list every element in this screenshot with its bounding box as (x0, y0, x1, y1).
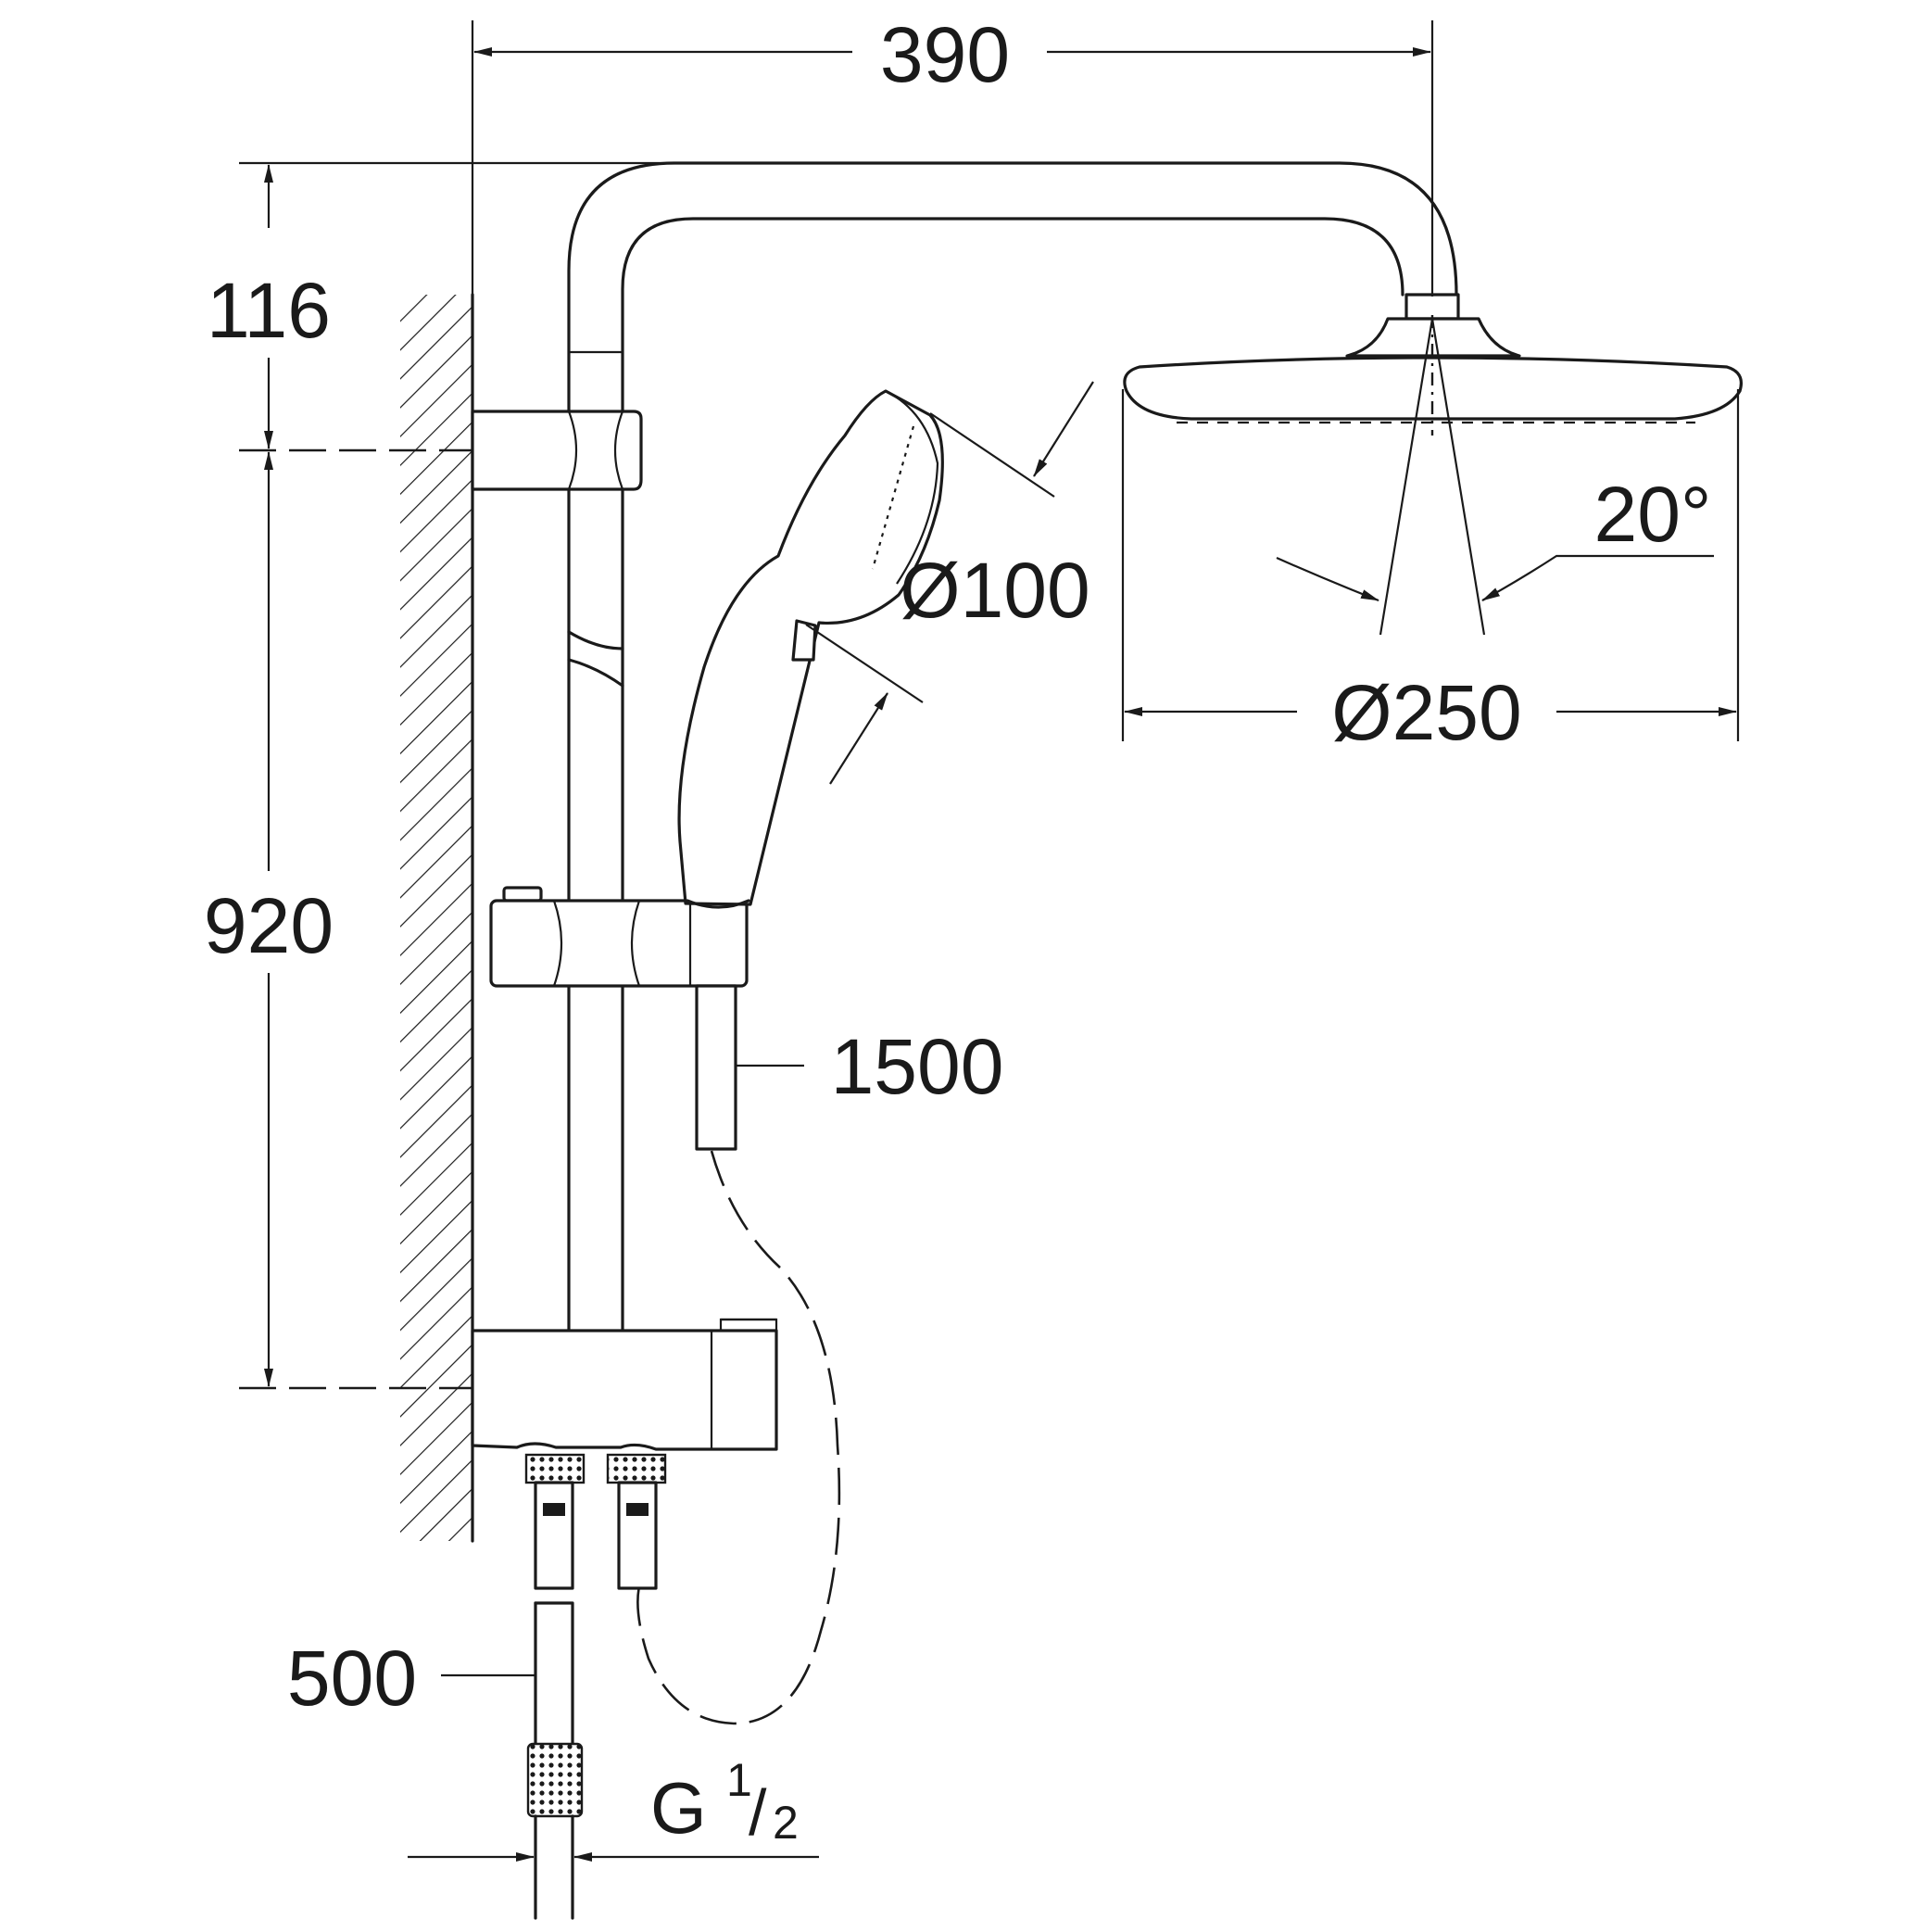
right-inlet-pipe (617, 1481, 658, 1590)
label-connection-hose: 500 (287, 1635, 417, 1722)
right-nut (606, 1453, 667, 1484)
spray-face-rim (885, 390, 939, 585)
ext-100-bottom (805, 624, 924, 703)
hand-shower (677, 389, 944, 909)
bracket-handle-cap (719, 1318, 778, 1331)
shower-hose (636, 984, 841, 1725)
inlet-connectors (524, 1453, 667, 1920)
wall-hatch (400, 295, 472, 1541)
label-thread-denominator: 2 (773, 1797, 799, 1849)
top-wall-bracket (471, 410, 643, 491)
rail-break-bottom (567, 658, 624, 688)
label-spray-angle: 20° (1593, 471, 1711, 558)
ext-100-top (929, 412, 1055, 498)
dim-100-arrow-bottom (829, 692, 888, 785)
hand-shower-base (686, 899, 750, 909)
holder-curve-b (630, 900, 641, 987)
label-hand-diameter: Ø100 (900, 547, 1090, 634)
label-thread-numerator: 1 (726, 1754, 752, 1806)
holder-body (489, 899, 749, 988)
overhead-shower (1123, 293, 1743, 636)
holder-curve-a (552, 900, 563, 987)
dimension-lines (239, 20, 1740, 1862)
label-116: 116 (207, 267, 331, 354)
wall (400, 293, 474, 1543)
label-thread-slash: / (749, 1776, 767, 1849)
bracket-housing (471, 1329, 778, 1451)
label-390: 390 (880, 11, 1010, 98)
dimension-labels: 390 116 920 Ø100 Ø250 20° 1500 500 G 1 /… (204, 11, 1712, 1849)
rail-break-top (567, 630, 624, 650)
hand-shower-holder (489, 886, 749, 988)
bracket-curve-right (613, 410, 624, 490)
label-920: 920 (204, 882, 334, 969)
hose-connector (695, 984, 737, 1151)
rail-inner (621, 217, 1404, 1341)
dim-100-arrow-top (1033, 381, 1094, 477)
left-inlet-pipe (534, 1481, 574, 1590)
label-head-diameter: Ø250 (1331, 669, 1522, 756)
hose-end-nut (526, 1742, 584, 1818)
rail-outer (567, 161, 1458, 1341)
bracket-body (471, 410, 643, 491)
head-disc (1123, 356, 1743, 421)
spray-selector (791, 619, 817, 662)
bottom-bracket (471, 1318, 778, 1451)
dim-20-arrow-left (1276, 556, 1379, 602)
label-thread-prefix: G (650, 1767, 707, 1849)
riser-rail (567, 161, 1458, 1341)
spray-nozzles (871, 425, 915, 570)
spray-angle-line-right (1430, 318, 1486, 636)
hose-dashed (636, 1150, 841, 1725)
right-inlet-mark (626, 1503, 649, 1516)
label-hose-length: 1500 (831, 1023, 1004, 1110)
left-nut (524, 1453, 586, 1484)
connection-hose-right (534, 1601, 574, 1746)
holder-button (502, 886, 543, 903)
dim-20-arrow-right (1481, 554, 1714, 601)
spray-angle-line-left (1379, 318, 1434, 636)
left-inlet-mark (543, 1503, 565, 1516)
bracket-curve-left (567, 410, 578, 490)
